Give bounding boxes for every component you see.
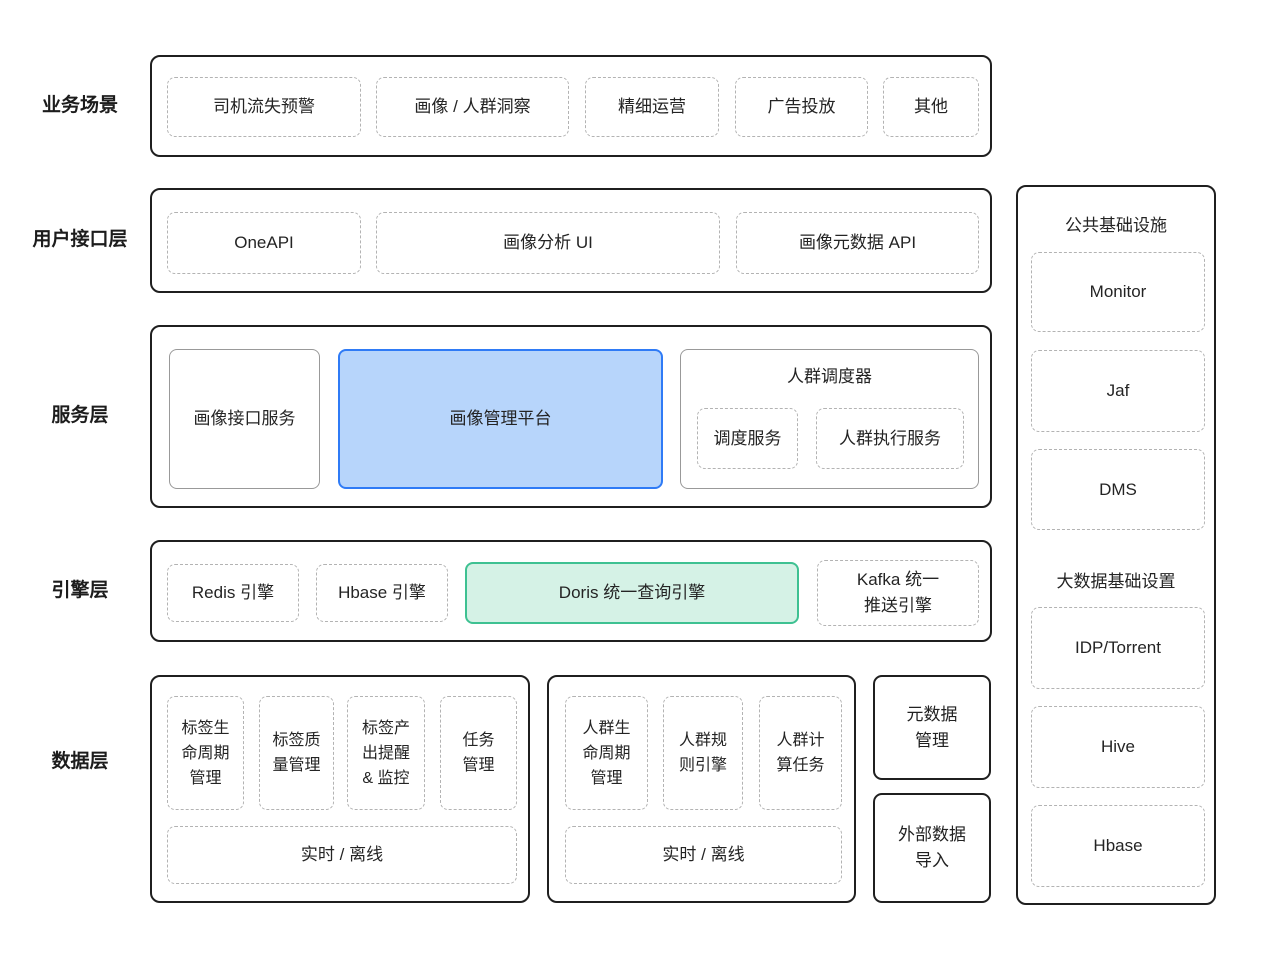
infrastructure-sidebar: 公共基础设施 Monitor Jaf DMS 大数据基础设置 IDP/Torre… — [1016, 185, 1216, 905]
box-crowd-rule-engine: 人群规 则引擎 — [663, 696, 743, 810]
box-crowd-lifecycle-mgmt: 人群生 命周期 管理 — [565, 696, 648, 810]
box-tag-output-alert-monitor: 标签产 出提醒 & 监控 — [347, 696, 425, 810]
box-dms: DMS — [1031, 449, 1205, 530]
layer-label-user-interface: 用户接口层 — [32, 229, 128, 250]
box-hbase-infra: Hbase — [1031, 805, 1205, 887]
data-layer-crowd-group-container: 人群生 命周期 管理 人群规 则引擎 人群计 算任务 实时 / 离线 — [547, 675, 856, 903]
service-layer-container: 画像接口服务 画像管理平台 人群调度器 调度服务 人群执行服务 — [150, 325, 992, 508]
engine-layer-container: Redis 引擎 Hbase 引擎 Doris 统一查询引擎 Kafka 统一 … — [150, 540, 992, 642]
box-ad-placement: 广告投放 — [735, 77, 868, 137]
box-hive: Hive — [1031, 706, 1205, 788]
box-hbase-engine: Hbase 引擎 — [316, 564, 448, 622]
box-driver-churn-warning: 司机流失预警 — [167, 77, 361, 137]
box-task-mgmt: 任务 管理 — [440, 696, 517, 810]
box-tag-realtime-offline: 实时 / 离线 — [167, 826, 517, 884]
box-scheduling-service: 调度服务 — [697, 408, 798, 469]
box-monitor: Monitor — [1031, 252, 1205, 332]
box-portrait-management-platform: 画像管理平台 — [338, 349, 663, 489]
box-external-data-import: 外部数据 导入 — [873, 793, 991, 903]
layer-label-data: 数据层 — [51, 751, 109, 772]
common-infrastructure-title: 公共基础设施 — [1065, 216, 1167, 235]
crowd-scheduler-title: 人群调度器 — [787, 367, 872, 386]
box-portrait-analysis-ui: 画像分析 UI — [376, 212, 720, 274]
box-crowd-compute-task: 人群计 算任务 — [759, 696, 842, 810]
box-jaf: Jaf — [1031, 350, 1205, 432]
data-layer-tag-group-container: 标签生 命周期 管理 标签质 量管理 标签产 出提醒 & 监控 任务 管理 实时… — [150, 675, 530, 903]
box-other: 其他 — [883, 77, 979, 137]
box-crowd-execution-service: 人群执行服务 — [816, 408, 964, 469]
box-kafka-unified-push-engine: Kafka 统一 推送引擎 — [817, 560, 979, 626]
box-idp-torrent: IDP/Torrent — [1031, 607, 1205, 689]
group-crowd-scheduler: 人群调度器 调度服务 人群执行服务 — [680, 349, 979, 489]
bigdata-infrastructure-title: 大数据基础设置 — [1056, 572, 1176, 591]
box-crowd-realtime-offline: 实时 / 离线 — [565, 826, 842, 884]
box-tag-lifecycle-mgmt: 标签生 命周期 管理 — [167, 696, 244, 810]
box-portrait-api-service: 画像接口服务 — [169, 349, 320, 489]
box-redis-engine: Redis 引擎 — [167, 564, 299, 622]
layer-label-service: 服务层 — [51, 405, 109, 426]
layer-label-engine: 引擎层 — [51, 580, 109, 601]
box-portrait-crowd-insight: 画像 / 人群洞察 — [376, 77, 569, 137]
box-doris-unified-query-engine: Doris 统一查询引擎 — [465, 562, 799, 624]
box-portrait-metadata-api: 画像元数据 API — [736, 212, 979, 274]
user-interface-layer-container: OneAPI 画像分析 UI 画像元数据 API — [150, 188, 992, 293]
box-metadata-mgmt: 元数据 管理 — [873, 675, 991, 780]
business-layer-container: 司机流失预警 画像 / 人群洞察 精细运营 广告投放 其他 — [150, 55, 992, 157]
layer-label-business: 业务场景 — [41, 95, 118, 116]
box-tag-quality-mgmt: 标签质 量管理 — [259, 696, 334, 810]
box-oneapi: OneAPI — [167, 212, 361, 274]
box-refined-operation: 精细运营 — [585, 77, 719, 137]
